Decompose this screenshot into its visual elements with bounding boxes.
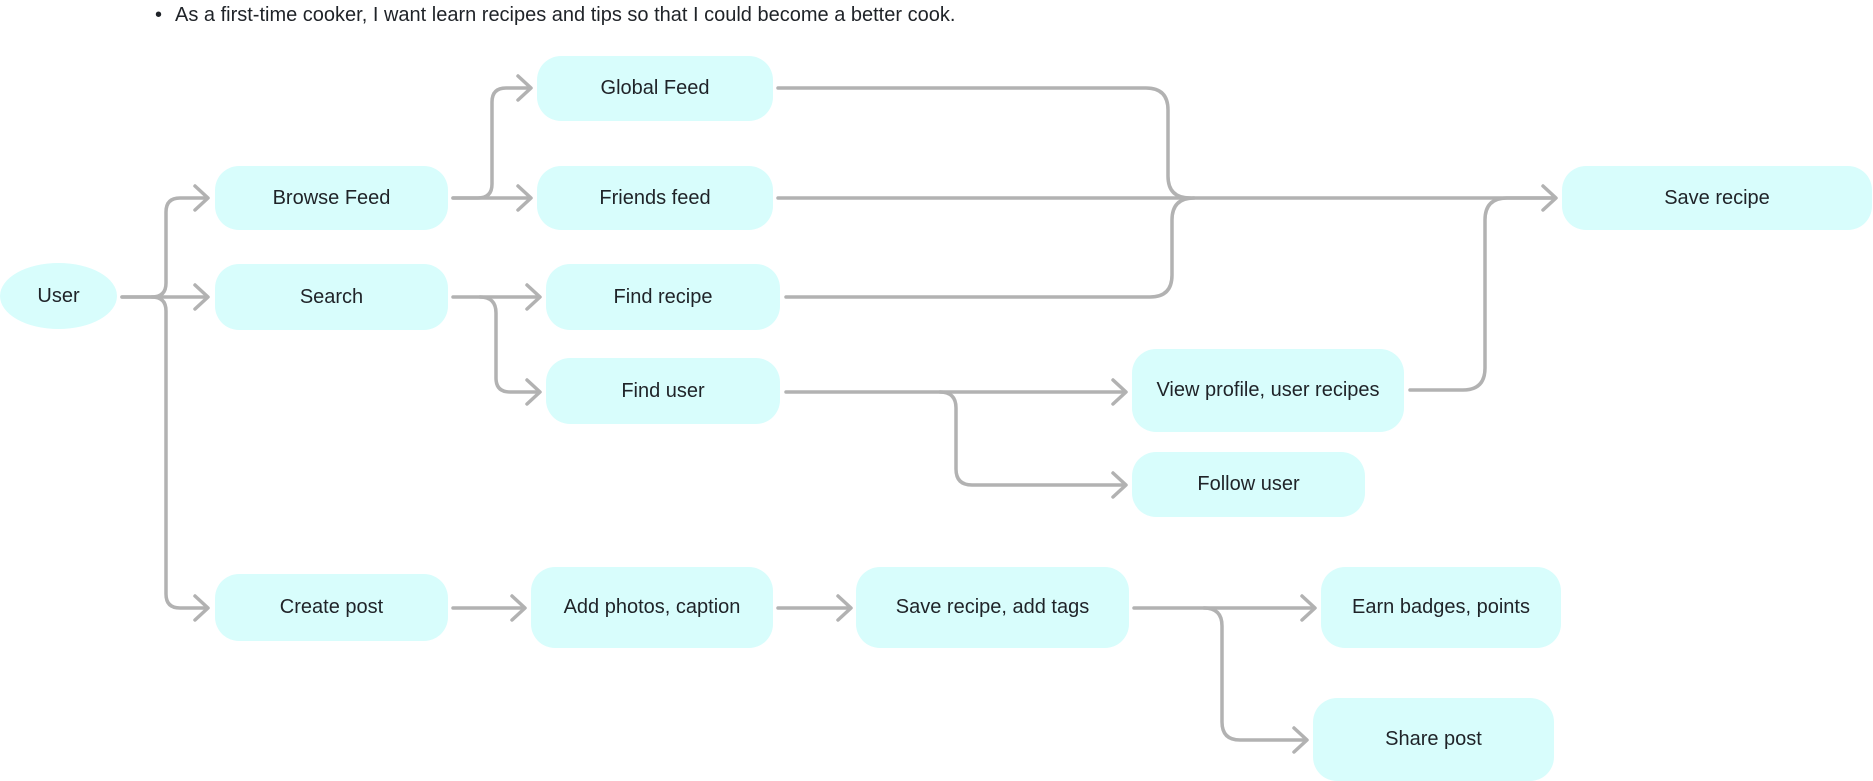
- node-user[interactable]: User: [0, 263, 117, 329]
- arrowhead-find-recipe: [525, 283, 542, 311]
- arrowhead-create-post: [193, 594, 210, 622]
- connector-user-create-post: [150, 295, 209, 610]
- arrowhead-find-user: [525, 378, 542, 406]
- arrowhead-share-post: [1292, 726, 1309, 754]
- node-search[interactable]: Search: [215, 264, 448, 330]
- connector-view-profile-save: [1408, 196, 1557, 392]
- arrowhead-browse-feed: [193, 184, 210, 212]
- arrowhead-global-feed: [516, 74, 533, 102]
- connector-save-tags-share-post: [1202, 606, 1308, 742]
- node-share-post[interactable]: Share post: [1313, 698, 1554, 781]
- node-find-recipe[interactable]: Find recipe: [546, 264, 780, 330]
- arrowhead-earn-badges: [1300, 594, 1317, 622]
- connector-global-feed-save: [776, 86, 1192, 200]
- node-find-user[interactable]: Find user: [546, 358, 780, 424]
- connector-browse-global-feed: [451, 86, 532, 200]
- user-story-text: As a first-time cooker, I want learn rec…: [175, 2, 955, 28]
- arrowhead-search: [193, 283, 210, 311]
- user-story-list: As a first-time cooker, I want learn rec…: [175, 2, 955, 28]
- arrowhead-friends-feed: [516, 184, 533, 212]
- node-add-photos-caption[interactable]: Add photos, caption: [531, 567, 773, 648]
- node-follow-user[interactable]: Follow user: [1132, 452, 1365, 517]
- node-view-profile-user-recipes[interactable]: View profile, user recipes: [1132, 349, 1404, 432]
- connector-search-find-user: [478, 295, 541, 394]
- connector-find-recipe-save: [784, 196, 1196, 299]
- node-browse-feed[interactable]: Browse Feed: [215, 166, 448, 230]
- node-save-recipe[interactable]: Save recipe: [1562, 166, 1872, 230]
- node-friends-feed[interactable]: Friends feed: [537, 166, 773, 230]
- connector-find-user-follow: [938, 390, 1127, 487]
- arrowhead-add-photos: [510, 594, 527, 622]
- node-global-feed[interactable]: Global Feed: [537, 56, 773, 121]
- node-create-post[interactable]: Create post: [215, 574, 448, 641]
- arrowhead-view-profile: [1111, 378, 1128, 406]
- arrowhead-follow-user: [1111, 471, 1128, 499]
- node-earn-badges-points[interactable]: Earn badges, points: [1321, 567, 1561, 648]
- node-save-recipe-add-tags[interactable]: Save recipe, add tags: [856, 567, 1129, 648]
- arrowhead-save-tags: [836, 594, 853, 622]
- connector-user-browse-feed: [120, 196, 209, 299]
